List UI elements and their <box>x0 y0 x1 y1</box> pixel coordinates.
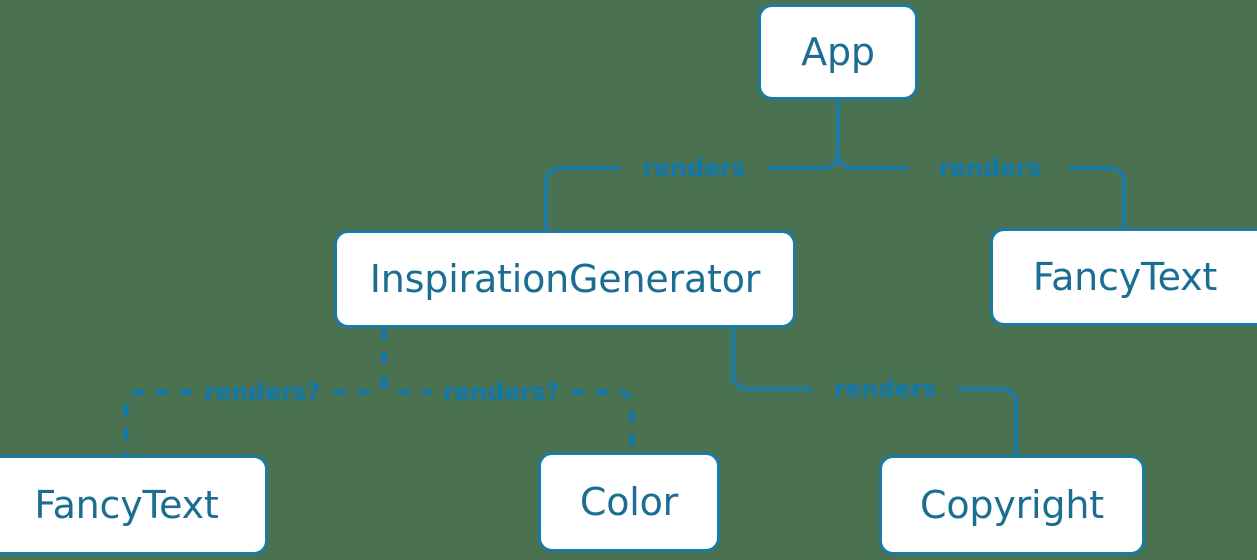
edge-app-to-fancytext-right <box>836 151 1126 228</box>
edge-label-inspirationgenerator-to-color: renders? <box>442 378 560 406</box>
node-fancytext-bottom[interactable]: FancyText <box>0 455 268 555</box>
edge-inspirationgenerator-to-copyright <box>731 328 1018 455</box>
edge-inspirationgenerator-to-color <box>381 375 635 452</box>
edge-label-inspirationgenerator-to-fancytext-bottom: renders? <box>203 378 321 406</box>
edge-label-inspirationgenerator-to-copyright: renders <box>833 375 937 403</box>
edge-label-app-to-fancytext-right: renders <box>938 154 1042 182</box>
node-color[interactable]: Color <box>538 452 720 552</box>
node-fancytext-right[interactable]: FancyText <box>990 228 1257 326</box>
node-copyright[interactable]: Copyright <box>879 455 1145 555</box>
edge-label-app-to-inspirationgenerator: renders <box>642 154 746 182</box>
node-app[interactable]: App <box>758 4 918 100</box>
node-inspiration-generator[interactable]: InspirationGenerator <box>334 230 796 328</box>
